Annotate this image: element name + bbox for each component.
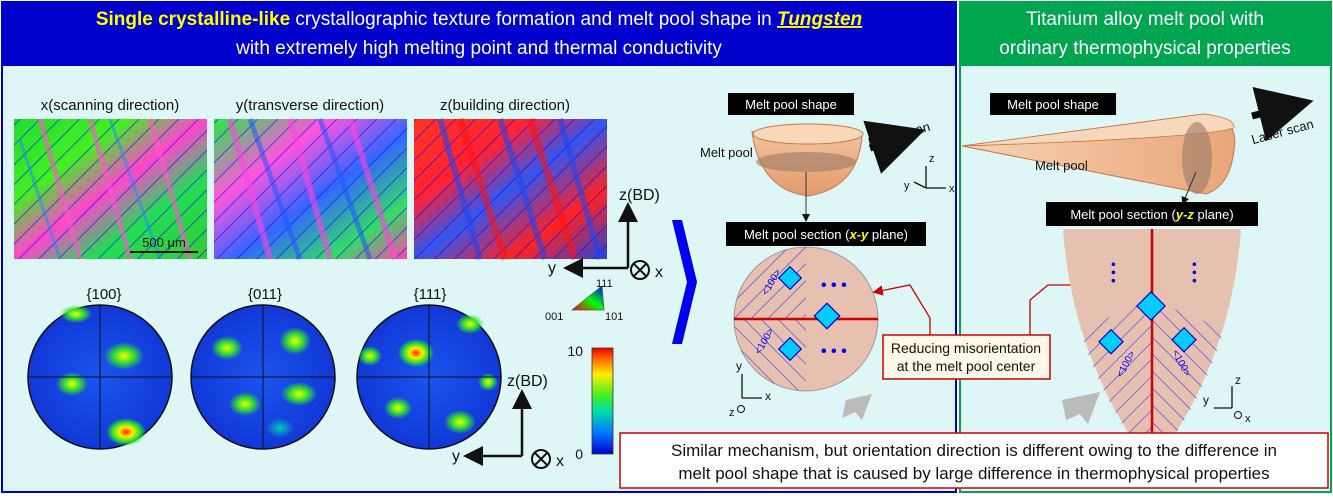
- w-down-arrow: [842, 394, 872, 420]
- axis-pf-x: x: [556, 453, 564, 470]
- tungsten-header-line1: Single crystalline-like crystallographic…: [96, 9, 862, 30]
- ebsd-map-y: [214, 118, 407, 260]
- titanium-header-bg: [960, 2, 1331, 66]
- axis-top-x: x: [655, 264, 663, 281]
- callout-box: [882, 334, 1051, 380]
- w-axis3d-y: y: [904, 180, 910, 192]
- tungsten-header-bg: [2, 2, 956, 66]
- titanium-header-line2: ordinary thermophysical properties: [999, 38, 1290, 59]
- axis-top-y: y: [548, 260, 556, 277]
- ebsd-map-z: [414, 117, 607, 261]
- ti-section-label-bg: [1046, 202, 1258, 226]
- colorbar-min: 0: [575, 446, 583, 462]
- ti-section-label: Melt pool section (y-z plane): [1070, 207, 1233, 222]
- ti-axis-y: y: [1203, 393, 1209, 407]
- axis-top-z: z(BD): [619, 187, 660, 204]
- axis-pf-z: z(BD): [507, 373, 548, 390]
- w-melt-pool-3d: [751, 123, 864, 197]
- ti-laser-arrow: [1251, 87, 1314, 142]
- tungsten-header-line2: with extremely high melting point and th…: [235, 38, 722, 59]
- w-section-label-bg: [726, 222, 926, 246]
- colorbar-max: 10: [567, 343, 583, 359]
- ebsd-map-x: [14, 118, 207, 260]
- ti-pool-label: Melt pool: [1035, 158, 1088, 173]
- w-laser-arrow: [863, 120, 926, 174]
- w-axis-z: z: [729, 407, 735, 419]
- w-axes-3d: z y x: [904, 153, 955, 195]
- callout-arrow-w: [872, 284, 931, 335]
- ebsd-label-x: x(scanning direction): [41, 97, 179, 114]
- header-element: Tungsten: [777, 9, 862, 30]
- ti-melt-pool-3d: [961, 113, 1236, 195]
- axes-pf: z(BD) y x: [452, 373, 564, 470]
- ipf-triangle: 111 001 101: [545, 278, 623, 323]
- w-section-xy: • • • • • • <100> <100>: [733, 246, 879, 392]
- conclusion-line1: Similar mechanism, but orientation direc…: [671, 441, 1277, 460]
- w-pool-label: Melt pool: [700, 145, 753, 160]
- ebsd-label-y: y(transverse direction): [236, 97, 384, 114]
- header-rest: crystallographic texture formation and m…: [290, 9, 777, 30]
- header-highlight: Single crystalline-like: [96, 9, 290, 30]
- ti-down-arrow: [1062, 392, 1100, 424]
- callout-line2: at the melt pool center: [897, 358, 1036, 374]
- pole-figure-011: [190, 304, 336, 450]
- pf-label-011: {011}: [248, 286, 282, 303]
- ipf-111: 111: [596, 278, 613, 290]
- ti-shape-label: Melt pool shape: [1007, 97, 1099, 112]
- ti-shape-label-bg: [990, 93, 1116, 115]
- ti-section-yz: • • • • • • <100> <100>: [1063, 229, 1241, 468]
- axis-pf-y: y: [452, 448, 460, 465]
- w-dots-bottom: • • •: [821, 343, 847, 360]
- pf-label-111: {111}: [414, 286, 447, 303]
- conclusion-box: [619, 432, 1329, 489]
- ipf-101: 101: [605, 311, 623, 323]
- ipf-001: 001: [545, 311, 563, 323]
- pf-label-100: {100}: [86, 286, 121, 303]
- w-dots-top: • • •: [821, 277, 847, 294]
- ti-dots-left: • • •: [1106, 262, 1121, 283]
- w-axis3d-x: x: [949, 183, 955, 195]
- axes-top: z(BD) y x: [548, 187, 663, 281]
- ebsd-label-z: z(building direction): [440, 97, 570, 114]
- callout-line1: Reducing misorientation: [891, 340, 1041, 356]
- ti-axis-z: z: [1235, 373, 1241, 387]
- titanium-header-line1: Titanium alloy melt pool with: [1026, 9, 1264, 30]
- pole-figure-111: [356, 304, 502, 450]
- w-shape-label-bg: [728, 93, 854, 115]
- colorbar: [591, 347, 614, 455]
- w-axis-y: y: [736, 359, 742, 373]
- pole-figure-100: [27, 304, 173, 450]
- ti-axes-2d: z y x: [1203, 373, 1251, 425]
- big-arrow: [672, 220, 697, 344]
- scale-bar-label: 500 μm: [142, 235, 186, 250]
- conclusion-line2: melt pool shape that is caused by large …: [678, 464, 1269, 483]
- ti-dots-right: • • •: [1187, 262, 1202, 283]
- w-axis3d-z: z: [929, 153, 935, 165]
- w-shape-label: Melt pool shape: [745, 97, 837, 112]
- w-axis-x: x: [765, 389, 771, 403]
- w-section-label: Melt pool section (x-y plane): [744, 227, 908, 242]
- ti-section-connector: [1181, 171, 1197, 205]
- ti-axis-x: x: [1245, 413, 1251, 425]
- w-axes-2d: y x z: [729, 359, 771, 419]
